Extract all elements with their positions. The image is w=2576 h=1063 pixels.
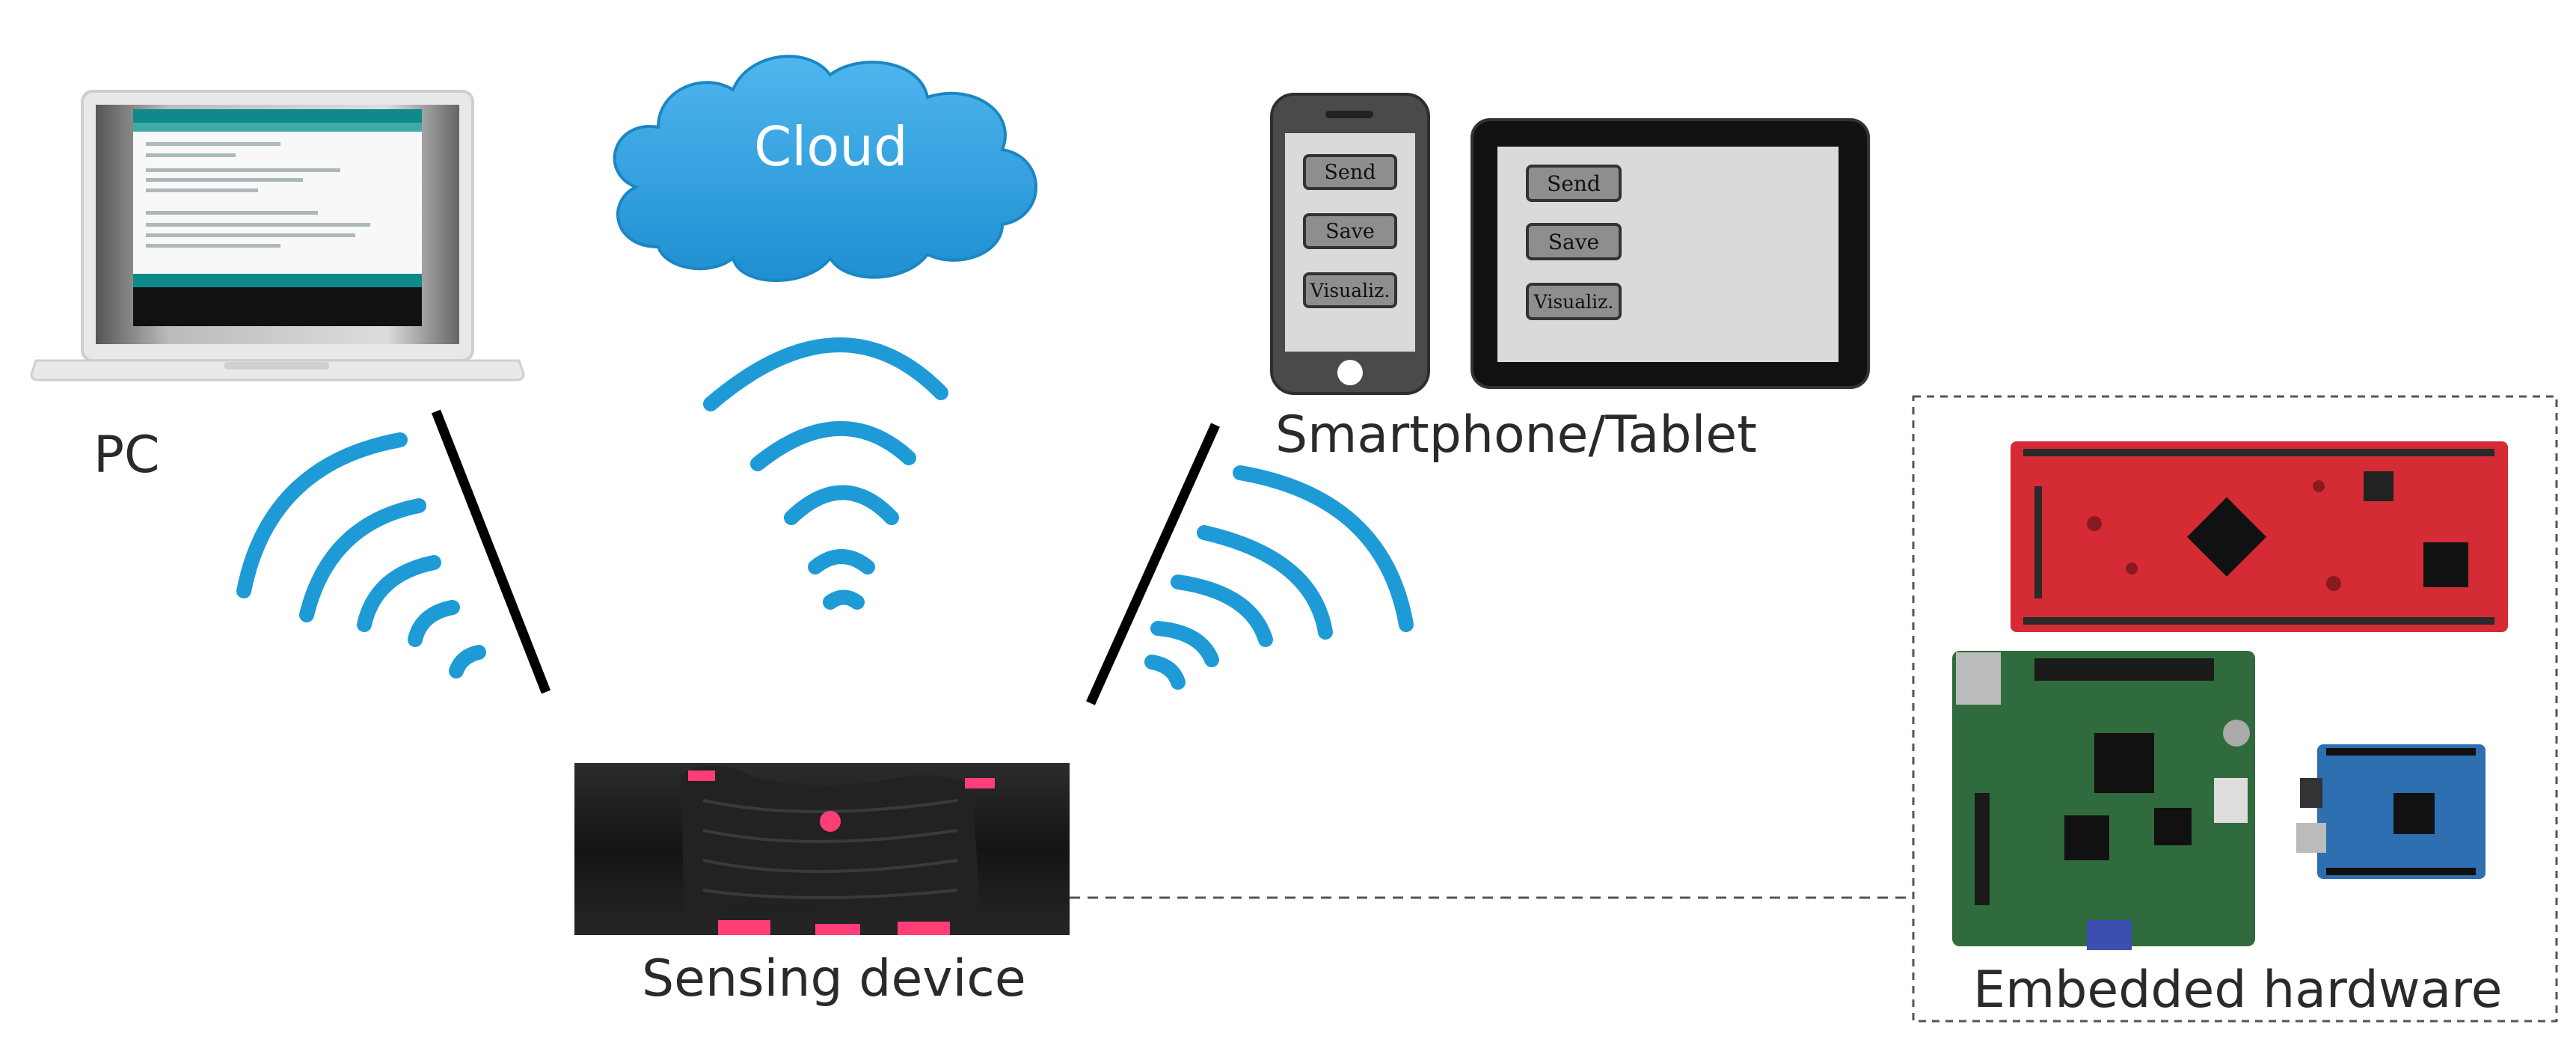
phone-save-button[interactable]: Save	[1303, 213, 1397, 249]
wifi-signal-right-icon	[1144, 465, 1414, 690]
tablet-visualize-button[interactable]: Visualiz.	[1526, 283, 1622, 320]
tablet-save-label: Save	[1548, 229, 1600, 254]
tablet-send-label: Send	[1547, 171, 1601, 196]
cloud-label: Cloud	[754, 115, 908, 178]
embedded-hardware-label: Embedded hardware	[1973, 961, 2503, 1020]
tablet-visualize-label: Visualiz.	[1533, 290, 1614, 313]
mobile-label: Smartphone/Tablet	[1275, 405, 1757, 465]
laptop-icon	[30, 90, 525, 382]
phone-send-button[interactable]: Send	[1303, 154, 1397, 190]
phone-save-label: Save	[1325, 219, 1375, 243]
wifi-signal-icon	[703, 337, 948, 610]
phone-visualize-label: Visualiz.	[1310, 279, 1390, 301]
phone-visualize-button[interactable]: Visualiz.	[1303, 272, 1397, 308]
sensing-device-label: Sensing device	[642, 949, 1026, 1008]
blue-dev-board-icon	[2296, 744, 2485, 879]
cloud-icon	[613, 55, 1037, 282]
sensing-device-icon	[574, 763, 1070, 935]
phone-send-label: Send	[1324, 160, 1376, 184]
wifi-signal-left-icon	[236, 432, 486, 678]
red-dev-board-icon	[2011, 441, 2508, 632]
tablet-send-button[interactable]: Send	[1526, 165, 1622, 202]
embedded-hardware-box	[1912, 395, 2558, 1023]
barrier-line-right	[1086, 423, 1220, 705]
tablet-icon	[1471, 118, 1870, 389]
pc-label: PC	[93, 426, 160, 485]
green-dev-board-icon	[1952, 651, 2255, 950]
barrier-line-left	[431, 409, 551, 694]
tablet-save-button[interactable]: Save	[1526, 223, 1622, 260]
